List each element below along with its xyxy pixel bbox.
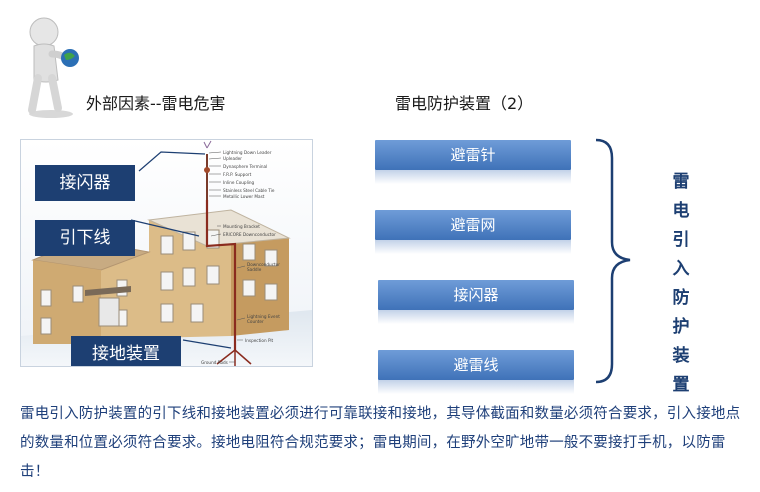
callout-down-conductor: 引下线 [35,220,135,256]
reflection [378,380,574,394]
device-item-lightning-net: 避雷网 [375,210,571,254]
description-paragraph: 雷电引入防护装置的引下线和接地装置必须进行可靠联接和接地，其导体截面和数量必须符… [20,406,741,480]
left-title: 外部因素--雷电危害 [86,94,226,113]
label-ground-rods: Ground Rods [201,360,228,365]
device-item-lightning-wire: 避雷线 [378,350,574,394]
callout-air-terminal: 接闪器 [35,165,135,201]
device-lightning-net-button: 避雷网 [375,210,571,240]
building-illustration [21,140,312,366]
label-inline-coupling: Inline Coupling [223,180,255,185]
label-inspection-pit: Inspection Pit [245,338,274,343]
reflection [375,170,571,184]
label-down-leader: Lightning Down Leader [223,150,272,155]
label-mounting-bracket: Mounting Bracket [223,224,260,229]
device-item-lightning-rod: 避雷针 [375,140,571,184]
label-saddle: Downconductor Saddle [247,262,280,272]
right-title: 雷电防护装置（2） [395,94,534,113]
lightning-protection-diagram: Lightning Down Leader Upleader Dynaspher… [20,139,313,367]
label-upleader: Upleader [223,156,242,161]
vertical-group-label: 雷电引入防护装置 [672,172,690,395]
device-air-terminal-button: 接闪器 [378,280,574,310]
device-item-air-terminal: 接闪器 [378,280,574,324]
label-frp-support: F.R.P. Support [223,172,252,177]
label-dynasphere: Dynasphere Terminal [223,164,268,169]
diagram-small-labels: Lightning Down Leader Upleader Dynaspher… [21,140,312,366]
label-cable-tie: Stainless Steel Cable Tie [223,188,275,193]
reflection [378,310,574,324]
device-lightning-rod-button: 避雷针 [375,140,571,170]
device-lightning-wire-button: 避雷线 [378,350,574,380]
callout-grounding-device: 接地装置 [71,336,181,366]
label-event-counter: Lightning Event Counter [247,314,280,324]
label-downconductor: ERICORE Downconductor [223,232,276,237]
right-brace [595,138,631,384]
reflection [375,240,571,254]
label-lower-mast: Metallic Lower Mast [223,194,265,199]
figure-with-globe-icon [18,10,88,120]
